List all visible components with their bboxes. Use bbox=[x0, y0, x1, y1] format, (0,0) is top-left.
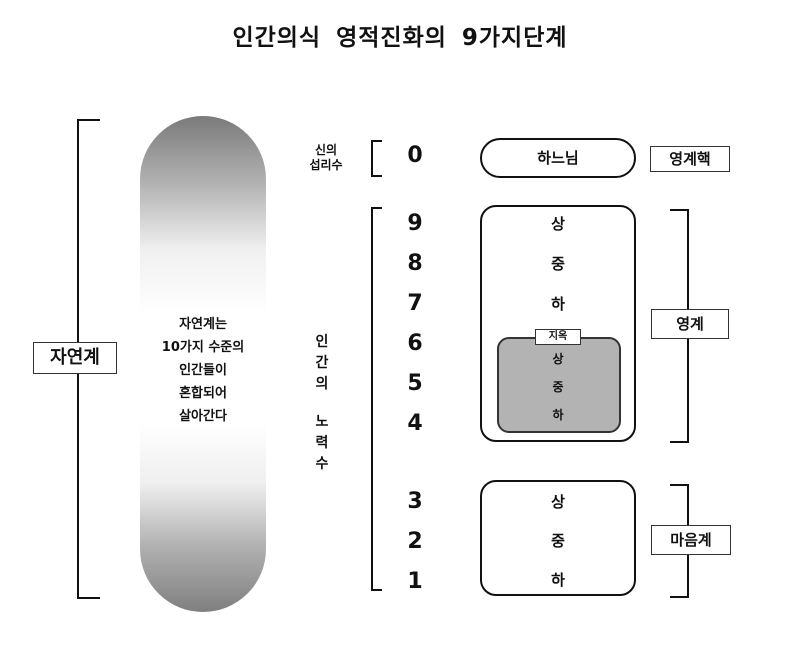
spirit-level-middle: 중 bbox=[551, 255, 565, 273]
god-box: 하느님 bbox=[480, 138, 636, 178]
spirit-world-label: 영계 bbox=[651, 309, 729, 339]
level-number-0: 0 bbox=[407, 143, 423, 168]
nature-pill bbox=[140, 116, 266, 612]
hell-box bbox=[497, 337, 621, 433]
pill-line: 인간들이 bbox=[179, 363, 227, 378]
level-number-3: 3 bbox=[407, 489, 423, 514]
nature-world-label: 자연계 bbox=[33, 342, 117, 374]
spirit-level-upper: 상 bbox=[551, 215, 565, 233]
pill-description: 자연계는 10가지 수준의 인간들이 혼합되어 살아간다 bbox=[140, 313, 266, 428]
hell-level-lower: 하 bbox=[552, 408, 564, 422]
mind-level-lower: 하 bbox=[551, 571, 565, 589]
providence-label: 신의 섭리수 bbox=[309, 143, 343, 172]
spirit-level-lower: 하 bbox=[551, 295, 565, 313]
effort-bracket bbox=[371, 207, 382, 591]
level-number-6: 6 bbox=[407, 331, 423, 356]
level-number-7: 7 bbox=[407, 291, 423, 316]
level-number-8: 8 bbox=[407, 251, 423, 276]
effort-label-upper: 인 간 의 bbox=[315, 334, 329, 392]
level-number-4: 4 bbox=[407, 411, 423, 436]
spirit-core-label: 영계핵 bbox=[650, 146, 730, 172]
diagram-title: 인간의식 영적진화의 9가지단계 bbox=[232, 25, 568, 51]
hell-label: 지옥 bbox=[535, 329, 581, 345]
mind-world-box bbox=[480, 480, 636, 596]
pill-line: 혼합되어 bbox=[179, 386, 227, 401]
level-number-1: 1 bbox=[407, 569, 423, 594]
hell-level-middle: 중 bbox=[552, 380, 564, 394]
mind-level-upper: 상 bbox=[551, 493, 565, 511]
level-number-9: 9 bbox=[407, 211, 423, 236]
pill-line: 자연계는 bbox=[179, 317, 227, 332]
level-number-2: 2 bbox=[407, 529, 423, 554]
mind-world-label: 마음계 bbox=[651, 525, 731, 555]
pill-line: 살아간다 bbox=[179, 409, 227, 424]
effort-label-lower: 노 력 수 bbox=[315, 414, 329, 472]
level-number-5: 5 bbox=[407, 371, 423, 396]
providence-bracket bbox=[371, 140, 382, 177]
pill-line: 10가지 수준의 bbox=[161, 340, 245, 355]
mind-level-middle: 중 bbox=[551, 532, 565, 550]
hell-level-upper: 상 bbox=[552, 352, 564, 366]
